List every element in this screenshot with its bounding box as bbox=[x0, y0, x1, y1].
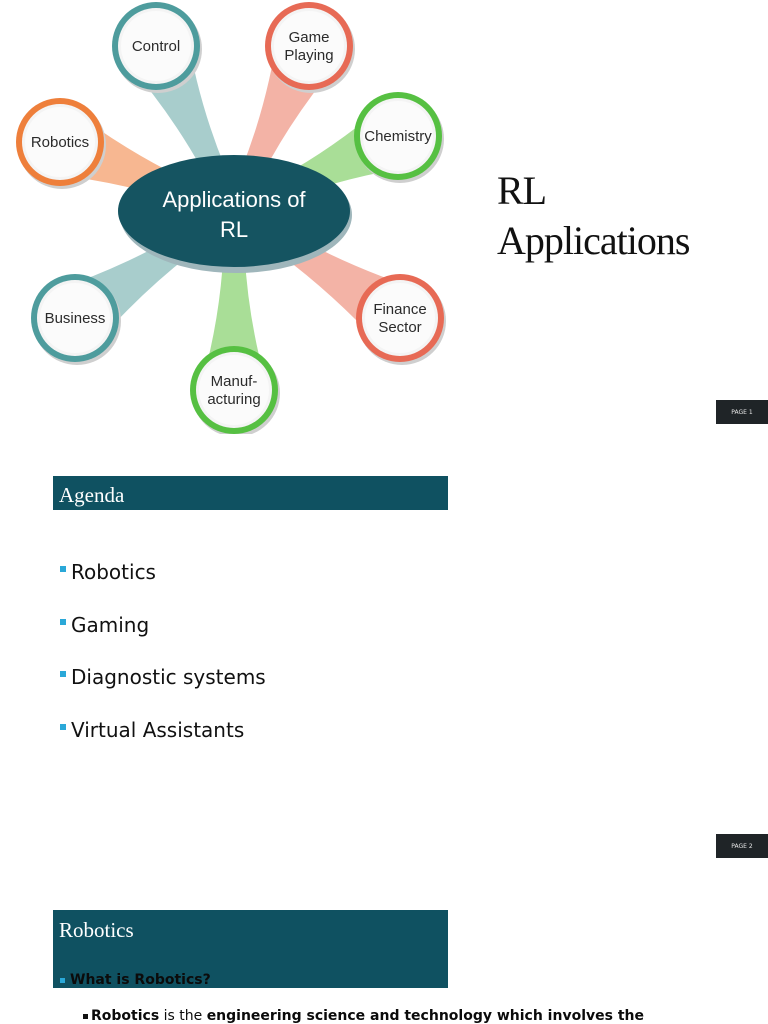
mindmap-node-business: Business bbox=[31, 274, 121, 365]
term-text: Robotics bbox=[91, 1008, 160, 1024]
agenda-heading: Agenda bbox=[59, 483, 125, 507]
slide-3: Robotics What is Robotics? Robotics is t… bbox=[0, 868, 768, 1024]
square-bullet-icon bbox=[60, 618, 66, 625]
connector-text: is the bbox=[159, 1008, 207, 1024]
mindmap-node-label: Chemistry bbox=[364, 128, 432, 145]
definition-text: engineering science and technology which… bbox=[206, 1008, 644, 1024]
agenda-item: Gaming bbox=[60, 613, 266, 666]
agenda-list: Robotics Gaming Diagnostic systems Virtu… bbox=[60, 560, 266, 770]
mindmap-node-chemistry: Chemistry bbox=[354, 92, 444, 183]
agenda-item-label: Diagnostic systems bbox=[71, 665, 266, 689]
agenda-item: Diagnostic systems bbox=[60, 665, 266, 718]
subheading-text: What is Robotics? bbox=[70, 972, 211, 988]
agenda-item: Robotics bbox=[60, 560, 266, 613]
slide-title-line-1: RL bbox=[497, 168, 547, 213]
mindmap-node-manufacturing: Manuf-acturing bbox=[190, 346, 280, 434]
mindmap-node-label: Sector bbox=[378, 319, 421, 336]
mindmap-center-label: RL bbox=[220, 217, 248, 242]
mindmap-node-label: Robotics bbox=[31, 134, 89, 151]
mindmap-connector bbox=[200, 211, 268, 390]
mindmap-node-label: Business bbox=[45, 310, 106, 327]
mindmap-node-control: Control bbox=[112, 2, 202, 93]
agenda-item-label: Robotics bbox=[71, 560, 156, 584]
mindmap-node-label: Playing bbox=[284, 47, 333, 64]
what-is-robotics-bullet: What is Robotics? bbox=[60, 972, 211, 988]
mindmap-node-label: acturing bbox=[207, 391, 260, 408]
agenda-item-label: Virtual Assistants bbox=[71, 717, 245, 742]
page-number-badge: PAGE 1 bbox=[716, 400, 768, 424]
mindmap-node-label: Manuf- bbox=[211, 373, 258, 390]
square-bullet-icon bbox=[83, 1013, 88, 1019]
page-number-badge: PAGE 2 bbox=[716, 834, 768, 858]
square-bullet-icon bbox=[60, 723, 66, 730]
mindmap-center-label: Applications of bbox=[162, 187, 306, 212]
agenda-item-label: Gaming bbox=[71, 612, 150, 637]
agenda-header-bar: Agenda bbox=[53, 476, 448, 510]
slide-2: Agenda Robotics Gaming Diagnostic system… bbox=[0, 434, 768, 868]
mindmap-node-robotics: Robotics bbox=[16, 98, 106, 189]
square-bullet-icon bbox=[60, 977, 65, 983]
mindmap-center bbox=[118, 155, 350, 267]
robotics-header-bar: Robotics bbox=[53, 910, 448, 988]
mindmap-node-label: Control bbox=[132, 38, 180, 55]
slide-title-line-2: Applications bbox=[497, 218, 690, 263]
robotics-definition: Robotics is the engineering science and … bbox=[83, 1008, 644, 1024]
slide-title: RL Applications bbox=[497, 166, 757, 266]
mindmap-node-label: Finance bbox=[373, 301, 426, 318]
mindmap-node-label: Game bbox=[289, 29, 330, 46]
robotics-heading: Robotics bbox=[59, 918, 134, 942]
square-bullet-icon bbox=[60, 671, 66, 677]
square-bullet-icon bbox=[60, 566, 66, 572]
agenda-item: Virtual Assistants bbox=[60, 718, 266, 771]
